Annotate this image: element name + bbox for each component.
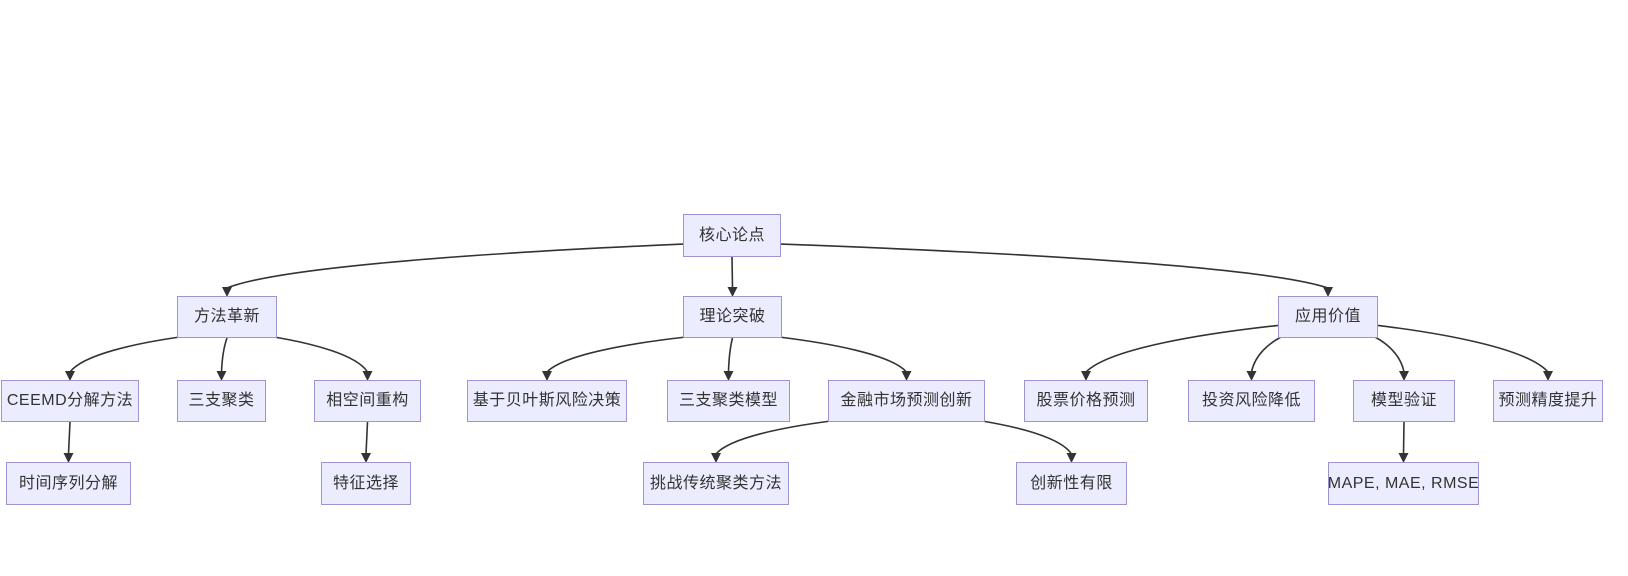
arrowhead-method-threeway [216, 371, 227, 381]
node-threemodel: 三支聚类模型 [667, 380, 790, 422]
arrowhead-value-risk [1246, 371, 1257, 381]
arrowhead-value-accuracy [1543, 371, 1553, 381]
node-core: 核心论点 [683, 214, 781, 257]
node-label: 三支聚类模型 [678, 392, 778, 409]
node-label: 基于贝叶斯风险决策 [472, 392, 622, 409]
node-stock: 股票价格预测 [1024, 380, 1148, 422]
node-risk: 投资风险降低 [1188, 380, 1315, 422]
node-method: 方法革新 [177, 296, 277, 338]
edge-method-ceemd [69, 336, 181, 373]
edge-ceemd-timeseries [67, 421, 71, 455]
node-bayes: 基于贝叶斯风险决策 [467, 380, 627, 422]
node-limited: 创新性有限 [1016, 462, 1127, 505]
node-accuracy: 预测精度提升 [1493, 380, 1603, 422]
node-ceemd: CEEMD分解方法 [1, 380, 139, 422]
edge-theory-threemodel [727, 337, 734, 373]
edge-theory-bayes [546, 336, 687, 373]
arrowhead-method-phase [362, 371, 373, 381]
edge-value-risk [1250, 336, 1282, 373]
arrowhead-method-ceemd [65, 371, 75, 381]
edge-finance-limited [981, 420, 1073, 455]
arrowhead-phase-feature [361, 453, 371, 463]
edge-value-stock [1085, 324, 1279, 373]
node-label: 时间序列分解 [18, 474, 118, 492]
arrowhead-value-stock [1081, 371, 1091, 381]
arrowhead-finance-limited [1066, 453, 1077, 463]
node-threeway: 三支聚类 [177, 380, 266, 422]
node-label: 三支聚类 [188, 392, 255, 409]
node-label: 理论突破 [699, 308, 766, 325]
node-feature: 特征选择 [321, 462, 411, 505]
node-label: 应用价值 [1294, 308, 1361, 325]
node-label: 方法革新 [193, 308, 260, 325]
node-label: 相空间重构 [326, 392, 409, 409]
edge-finance-challenge [715, 420, 832, 455]
node-label: 特征选择 [332, 474, 399, 492]
node-label: 股票价格预测 [1036, 392, 1136, 409]
edge-core-theory [731, 256, 734, 289]
node-timeseries: 时间序列分解 [6, 462, 131, 505]
node-theory: 理论突破 [683, 296, 782, 338]
edge-phase-feature [365, 421, 369, 455]
node-label: 预测精度提升 [1498, 392, 1598, 409]
arrowhead-core-method [222, 287, 232, 297]
edge-method-threeway [220, 337, 228, 373]
node-label: 模型验证 [1370, 392, 1437, 409]
node-validate: 模型验证 [1353, 380, 1455, 422]
arrowhead-theory-threemodel [723, 371, 734, 381]
edge-value-validate [1374, 336, 1405, 373]
edge-theory-finance [778, 336, 908, 373]
arrowhead-finance-challenge [711, 453, 721, 463]
node-label: 投资风险降低 [1201, 392, 1301, 409]
edge-validate-metrics [1402, 421, 1405, 455]
arrowhead-theory-finance [901, 371, 912, 381]
node-label: 金融市场预测创新 [840, 392, 973, 409]
node-metrics: MAPE, MAE, RMSE [1328, 462, 1479, 505]
node-label: 挑战传统聚类方法 [649, 474, 782, 492]
arrowhead-value-validate [1399, 371, 1409, 381]
arrowhead-theory-bayes [542, 371, 552, 381]
node-finance: 金融市场预测创新 [828, 380, 985, 422]
arrowhead-core-value [1323, 287, 1333, 297]
edge-core-value [780, 243, 1329, 289]
arrowhead-core-theory [727, 287, 738, 297]
edge-method-phase [273, 336, 369, 373]
node-label: MAPE, MAE, RMSE [1327, 474, 1480, 492]
node-label: 创新性有限 [1030, 474, 1113, 492]
arrowhead-validate-metrics [1398, 453, 1409, 463]
node-value: 应用价值 [1278, 296, 1378, 338]
node-challenge: 挑战传统聚类方法 [643, 462, 789, 505]
node-label: CEEMD分解方法 [6, 392, 134, 409]
edge-core-method [226, 243, 684, 289]
node-label: 核心论点 [698, 226, 765, 244]
arrowhead-ceemd-timeseries [63, 453, 74, 463]
node-phase: 相空间重构 [314, 380, 421, 422]
edge-value-accuracy [1377, 324, 1549, 373]
